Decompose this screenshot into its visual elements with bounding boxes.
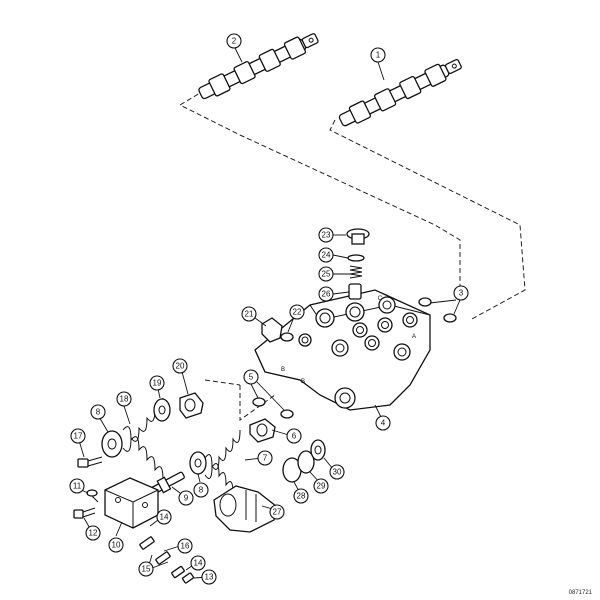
svg-text:20: 20: [176, 362, 185, 371]
svg-text:16: 16: [181, 542, 190, 551]
o-ring-22: [280, 332, 294, 342]
bolt-12: [73, 507, 96, 519]
callout-25: 25: [318, 266, 334, 282]
callout-28: 28: [293, 488, 309, 504]
callout-14-lower: 14: [190, 555, 206, 571]
callout-1: 1: [370, 47, 386, 63]
port-label: B: [301, 379, 305, 385]
svg-text:11: 11: [73, 482, 82, 491]
svg-text:4: 4: [381, 419, 386, 428]
callout-4: 4: [375, 415, 391, 431]
callout-9: 9: [178, 490, 194, 506]
washer-8-upper: [101, 430, 123, 458]
svg-text:15: 15: [142, 565, 151, 574]
callout-8-lower: 8: [193, 482, 209, 498]
svg-text:9: 9: [184, 494, 189, 503]
svg-text:3: 3: [459, 289, 464, 298]
spool-1: [338, 58, 462, 127]
end-cap-10: [104, 477, 159, 529]
spring-25: [349, 265, 363, 279]
svg-text:27: 27: [273, 508, 282, 517]
cap-20: [179, 392, 204, 419]
callout-18: 18: [116, 391, 132, 407]
svg-text:5: 5: [249, 373, 254, 382]
fitting-21: [261, 317, 283, 343]
washer-8-lower: [189, 451, 207, 475]
svg-text:23: 23: [322, 231, 331, 240]
svg-text:28: 28: [297, 492, 306, 501]
assembly-guide-lines: [178, 89, 526, 421]
svg-text:10: 10: [112, 541, 121, 550]
callout-11: 11: [69, 478, 85, 494]
callout-14-upper: 14: [156, 509, 172, 525]
seat-19: [153, 398, 171, 422]
callout-23: 23: [318, 227, 334, 243]
svg-text:14: 14: [160, 513, 169, 522]
bolt-11: [86, 489, 99, 503]
svg-text:19: 19: [153, 379, 162, 388]
seal-30: [310, 439, 326, 461]
svg-text:12: 12: [89, 529, 98, 538]
svg-text:17: 17: [74, 432, 83, 441]
svg-text:30: 30: [333, 468, 342, 477]
svg-text:13: 13: [205, 573, 214, 582]
svg-text:21: 21: [245, 310, 254, 319]
figure-code: 0871721: [568, 590, 592, 596]
svg-text:7: 7: [263, 454, 268, 463]
svg-text:14: 14: [194, 559, 203, 568]
callout-6: 6: [286, 428, 302, 444]
svg-text:6: 6: [292, 432, 297, 441]
svg-text:29: 29: [317, 482, 326, 491]
spool-2: [198, 33, 319, 100]
screw-17: [77, 456, 103, 468]
callout-17: 17: [70, 428, 86, 444]
callout-24: 24: [318, 247, 334, 263]
callout-7: 7: [257, 450, 273, 466]
callout-26: 26: [318, 286, 334, 302]
svg-text:26: 26: [322, 290, 331, 299]
svg-text:24: 24: [322, 251, 331, 260]
callout-29: 29: [313, 478, 329, 494]
callout-27: 27: [269, 504, 285, 520]
o-ring-29: [297, 450, 315, 474]
svg-text:18: 18: [120, 395, 129, 404]
callout-21: 21: [241, 306, 257, 322]
plug-27: [213, 485, 277, 533]
svg-text:25: 25: [322, 270, 331, 279]
callout-30: 30: [329, 464, 345, 480]
callout-2: 2: [226, 33, 242, 49]
callout-13: 13: [201, 569, 217, 585]
detent-parts: [139, 536, 195, 584]
o-ring-3b: [443, 313, 457, 323]
port-label: B: [281, 367, 285, 373]
callout-12: 12: [85, 525, 101, 541]
svg-text:2: 2: [232, 37, 237, 46]
relief-cap-23: [346, 228, 370, 245]
o-ring-5a: [252, 397, 266, 407]
callout-15: 15: [138, 561, 154, 577]
svg-text:22: 22: [293, 308, 302, 317]
callout-8-upper: 8: [90, 404, 106, 420]
valve-body: B B C A: [254, 289, 431, 411]
callout-19: 19: [149, 375, 165, 391]
o-ring-24: [347, 254, 365, 262]
callout-10: 10: [108, 537, 124, 553]
callout-16: 16: [177, 538, 193, 554]
svg-text:8: 8: [199, 486, 204, 495]
o-ring-5b: [280, 409, 294, 419]
svg-text:1: 1: [376, 51, 381, 60]
callout-5: 5: [243, 369, 259, 385]
callout-22: 22: [289, 304, 305, 320]
poppet-26: [348, 283, 362, 300]
svg-text:8: 8: [96, 408, 101, 417]
port-label: C: [378, 296, 383, 302]
callout-3: 3: [453, 285, 469, 301]
cap-6: [249, 418, 276, 443]
valve-body-ports: [298, 296, 418, 409]
callout-20: 20: [172, 358, 188, 374]
port-label: A: [412, 334, 416, 340]
o-ring-3a: [418, 297, 432, 307]
